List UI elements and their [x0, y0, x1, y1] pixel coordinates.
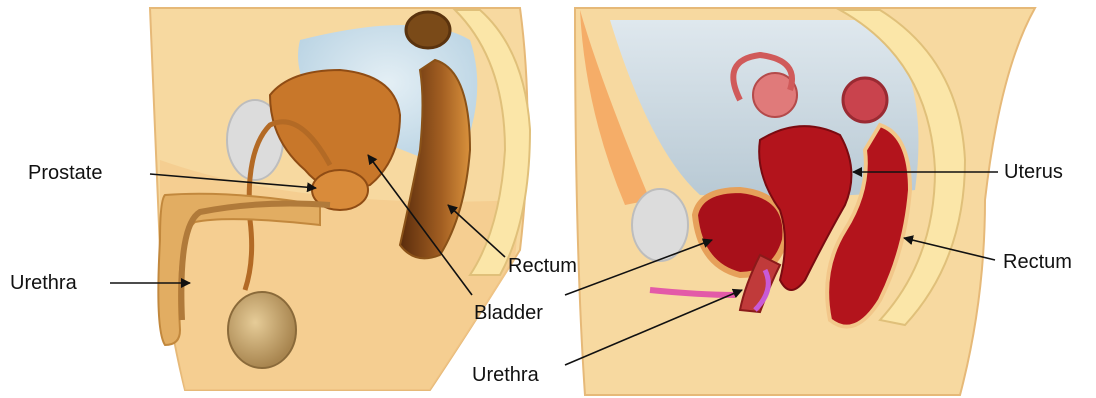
label-rectum-male: Rectum: [508, 256, 577, 276]
label-bladder: Bladder: [474, 303, 543, 323]
male-testis: [228, 292, 296, 368]
female-pubic-bone: [632, 189, 688, 261]
label-urethra-female: Urethra: [472, 365, 539, 385]
label-urethra-male: Urethra: [10, 273, 77, 293]
female-sigmoid: [843, 78, 887, 122]
male-sigmoid-top: [406, 12, 450, 48]
label-uterus: Uterus: [1004, 162, 1063, 182]
label-rectum-female: Rectum: [1003, 252, 1072, 272]
female-anatomy: [575, 8, 1035, 395]
label-prostate: Prostate: [28, 163, 102, 183]
male-anatomy: [150, 8, 530, 390]
